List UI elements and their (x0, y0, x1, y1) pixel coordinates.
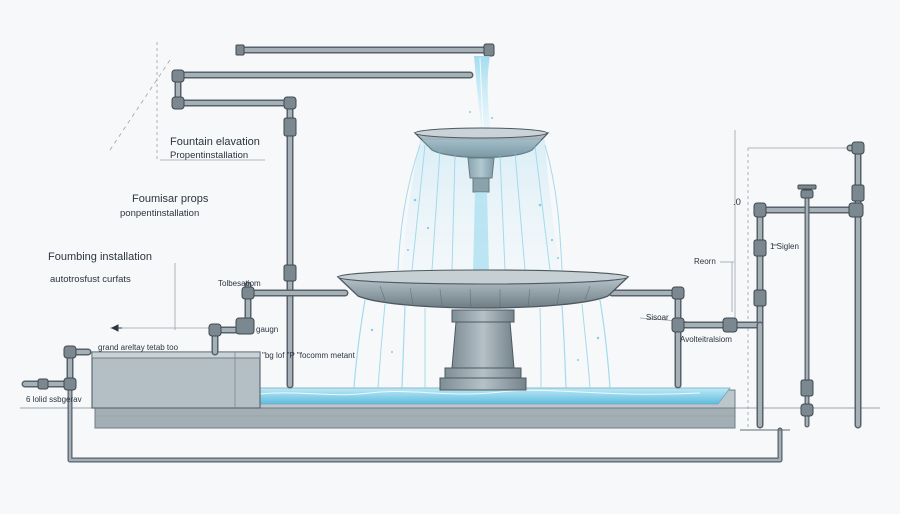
pipe-fittings (37, 43, 865, 417)
label-flow-meter: "bg lof "P "focomm metant (262, 351, 356, 360)
label-autoprose-outlets: autotrosfust curfats (50, 274, 131, 285)
lower-bowl (336, 269, 630, 309)
label-proper-installation-1: Propentinstallation (170, 150, 248, 161)
label-gauge: gaugn (256, 325, 278, 334)
label-fountain-props: Foumisar props (132, 193, 209, 205)
label-proper-installation-2: ponpentinstallation (120, 208, 199, 219)
label-fountain-elevation: Fountain elavation (170, 136, 260, 148)
label-sensor: Sisoar (646, 313, 669, 322)
label-room: Reorn (694, 257, 716, 266)
lower-cascade (353, 299, 611, 389)
label-solid-base: 6 lolid ssbgerav (26, 395, 82, 404)
label-available-location: Avolteitralsiom (680, 335, 732, 344)
label-toilet-station: Tolbesatiom (218, 279, 261, 288)
spout-stream (474, 56, 490, 130)
label-plumbing-installation: Foumbing installation (48, 251, 152, 263)
dimension-marks (740, 244, 790, 431)
label-sign: 1 Siglen (770, 242, 799, 251)
label-grand-area: grand areltay tetab too (98, 343, 179, 352)
leader-arrow (110, 324, 122, 332)
water-droplets (370, 111, 600, 361)
label-dimension: .0 (733, 197, 741, 208)
pedestal (439, 309, 527, 391)
equipment-box (91, 351, 261, 409)
upper-cascade (397, 140, 563, 275)
